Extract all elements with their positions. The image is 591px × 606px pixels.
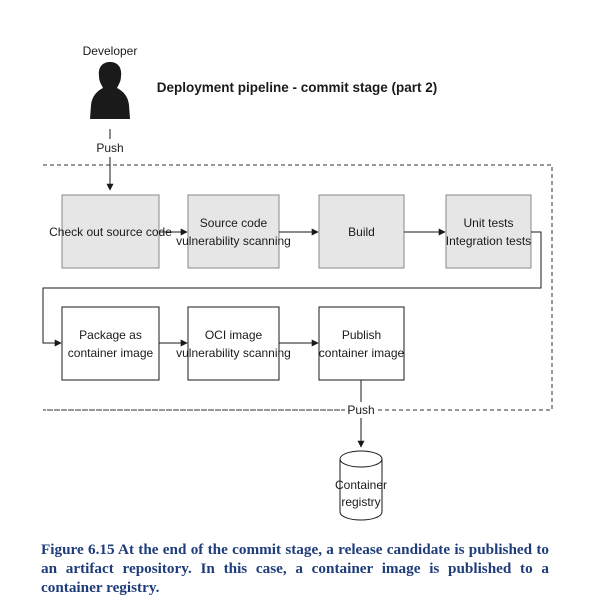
package-step-label-line2: container image <box>68 346 154 360</box>
diagram-title: Deployment pipeline - commit stage (part… <box>157 80 438 95</box>
build-step-box <box>318 194 405 269</box>
push-label-top: Push <box>96 141 123 155</box>
publish-step-box <box>318 306 405 381</box>
tests-step-label-line1: Unit tests <box>463 216 513 230</box>
figure-caption: Figure 6.15 At the end of the commit sta… <box>41 541 549 596</box>
commit-stage-boundary <box>43 164 553 411</box>
build-step-label: Build <box>348 225 375 239</box>
oci-scan-step-label-line2: vulnerability scanning <box>176 346 291 360</box>
push-label-bottom: Push <box>347 403 374 417</box>
registry-label-line1: Container <box>335 478 387 492</box>
tests-step-label-line2: Integration tests <box>446 234 531 248</box>
checkout-step-box <box>61 194 160 269</box>
database-cylinder-icon <box>339 450 383 521</box>
oci-scan-step-label-line1: OCI image <box>205 328 263 342</box>
package-step-box <box>61 306 160 381</box>
checkout-step-label: Check out source code <box>49 225 172 239</box>
developer-label: Developer <box>83 44 138 58</box>
source-scan-step-box <box>187 194 280 269</box>
tests-step-box <box>445 194 532 269</box>
person-silhouette-icon <box>90 62 130 119</box>
source-scan-step-label-line2: vulnerability scanning <box>176 234 291 248</box>
arrow-tests-to-package <box>42 231 542 347</box>
publish-step-label-line1: Publish <box>342 328 381 342</box>
package-step-label-line1: Package as <box>79 328 142 342</box>
source-scan-step-label-line1: Source code <box>200 216 268 230</box>
oci-scan-step-box <box>187 306 280 381</box>
publish-step-label-line2: container image <box>319 346 405 360</box>
registry-label-line2: registry <box>341 495 380 509</box>
